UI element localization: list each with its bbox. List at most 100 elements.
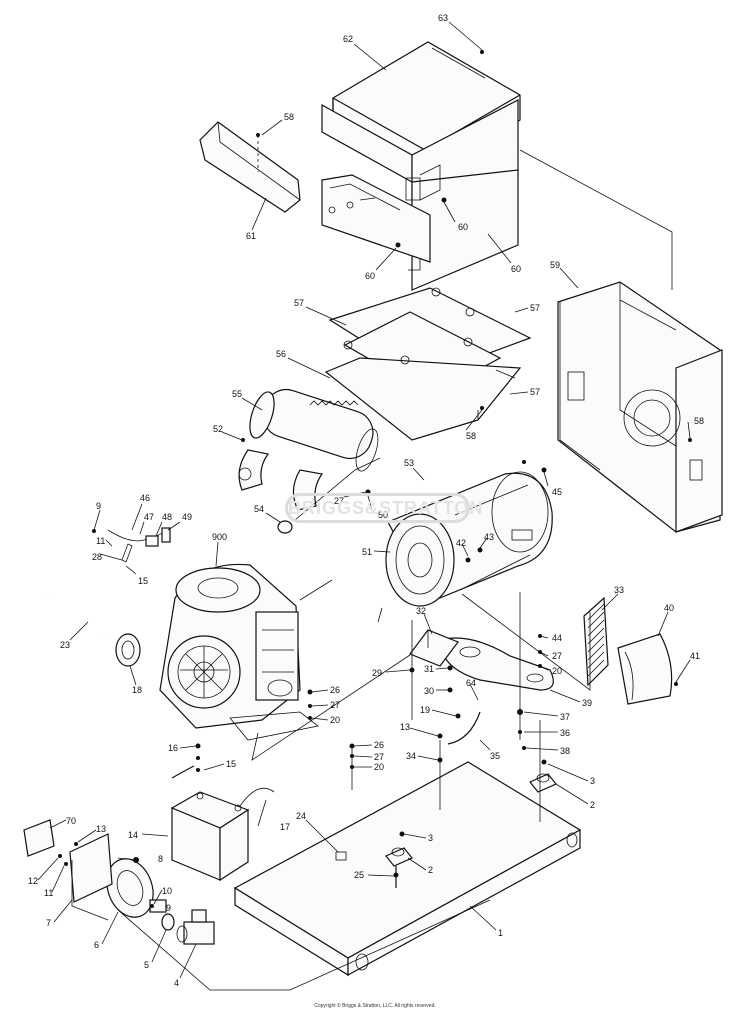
front-trim-61 bbox=[199, 121, 301, 213]
callout-59: 59 bbox=[550, 260, 560, 270]
fan-guard-33 bbox=[583, 596, 609, 687]
callout-38: 38 bbox=[560, 746, 570, 756]
callout-26: 26 bbox=[330, 685, 340, 695]
callout-26: 26 bbox=[374, 740, 384, 750]
callout-33: 33 bbox=[614, 585, 624, 595]
bracket-32 bbox=[409, 629, 459, 667]
side-cabinet-59 bbox=[557, 281, 723, 533]
solenoid-valve-4 bbox=[176, 909, 215, 945]
callout-31: 31 bbox=[424, 664, 434, 674]
callout-35: 35 bbox=[490, 751, 500, 761]
engine-900 bbox=[159, 563, 319, 741]
vibration-mount-2a bbox=[529, 773, 557, 793]
callout-19: 19 bbox=[420, 705, 430, 715]
callout-17: 17 bbox=[280, 822, 290, 832]
callout-27: 27 bbox=[334, 496, 344, 506]
callout-42: 42 bbox=[456, 538, 466, 548]
callout-20: 20 bbox=[330, 715, 340, 725]
callout-leaders bbox=[37, 21, 691, 979]
callout-58: 58 bbox=[694, 416, 704, 426]
callout-9: 9 bbox=[96, 501, 101, 511]
callout-6: 6 bbox=[94, 940, 99, 950]
muffler-55 bbox=[238, 388, 379, 534]
callout-13: 13 bbox=[96, 824, 106, 834]
callout-51: 51 bbox=[362, 547, 372, 557]
watermark-logo: BRIGGS&STRATTON bbox=[285, 493, 482, 523]
callout-13: 13 bbox=[400, 722, 410, 732]
callout-43: 43 bbox=[484, 532, 494, 542]
callout-18: 18 bbox=[132, 685, 142, 695]
base-frame-1 bbox=[233, 761, 582, 977]
callout-62: 62 bbox=[343, 34, 353, 44]
callout-3: 3 bbox=[590, 776, 595, 786]
callout-7: 7 bbox=[46, 918, 51, 928]
callout-8: 8 bbox=[158, 854, 163, 864]
callout-36: 36 bbox=[560, 728, 570, 738]
callout-55: 55 bbox=[232, 389, 242, 399]
callout-57: 57 bbox=[294, 298, 304, 308]
cable-15 bbox=[171, 765, 195, 779]
regulator-6 bbox=[106, 858, 167, 918]
callout-27: 27 bbox=[330, 700, 340, 710]
callout-12: 12 bbox=[28, 876, 38, 886]
callout-70: 70 bbox=[66, 816, 76, 826]
fasteners bbox=[58, 50, 692, 908]
callout-56: 56 bbox=[276, 349, 286, 359]
callout-39: 39 bbox=[582, 698, 592, 708]
callout-45: 45 bbox=[552, 487, 562, 497]
callout-48: 48 bbox=[162, 512, 172, 522]
callout-2: 2 bbox=[590, 800, 595, 810]
callout-54: 54 bbox=[254, 504, 264, 514]
air-intake-gasket-18 bbox=[115, 633, 141, 667]
fitting-5 bbox=[161, 913, 175, 931]
mounting-bracket-39 bbox=[439, 637, 554, 691]
callout-29: 29 bbox=[372, 668, 382, 678]
callout-20: 20 bbox=[374, 762, 384, 772]
callout-34: 34 bbox=[406, 751, 416, 761]
callout-10: 10 bbox=[162, 886, 172, 896]
callout-28: 28 bbox=[92, 552, 102, 562]
callout-47: 47 bbox=[144, 512, 154, 522]
callout-50: 50 bbox=[378, 510, 388, 520]
callout-23: 23 bbox=[60, 640, 70, 650]
callout-25: 25 bbox=[354, 870, 364, 880]
callout-30: 30 bbox=[424, 686, 434, 696]
callout-60: 60 bbox=[458, 222, 468, 232]
callout-63: 63 bbox=[438, 13, 448, 23]
roof-panel bbox=[321, 41, 521, 291]
vibration-mount-2b bbox=[385, 847, 413, 867]
wire-harness bbox=[107, 527, 171, 563]
callout-9: 9 bbox=[166, 903, 171, 913]
callout-4: 4 bbox=[174, 978, 179, 988]
ground-strap-35 bbox=[447, 711, 481, 745]
callout-60: 60 bbox=[511, 264, 521, 274]
copyright-footer: Copyright © Briggs & Stratton, LLC. All … bbox=[314, 1003, 436, 1009]
callout-labels: 63 62 58 61 60 60 60 59 57 57 57 56 58 5… bbox=[28, 13, 704, 988]
callout-60: 60 bbox=[365, 271, 375, 281]
callout-58: 58 bbox=[284, 112, 294, 122]
hose-23 bbox=[47, 594, 106, 635]
callout-49: 49 bbox=[182, 512, 192, 522]
callout-20: 20 bbox=[552, 666, 562, 676]
callout-15: 15 bbox=[138, 576, 148, 586]
base-tray bbox=[324, 287, 532, 441]
callout-24: 24 bbox=[296, 811, 306, 821]
callout-53: 53 bbox=[404, 458, 414, 468]
callout-16: 16 bbox=[168, 743, 178, 753]
callout-52: 52 bbox=[213, 424, 223, 434]
callout-58: 58 bbox=[466, 431, 476, 441]
callout-27: 27 bbox=[374, 752, 384, 762]
callout-2: 2 bbox=[428, 865, 433, 875]
label-70 bbox=[23, 819, 55, 857]
battery-14 bbox=[170, 787, 275, 882]
callout-900: 900 bbox=[212, 532, 227, 542]
callout-27: 27 bbox=[552, 651, 562, 661]
callout-57: 57 bbox=[530, 303, 540, 313]
callout-41: 41 bbox=[690, 651, 700, 661]
callout-3: 3 bbox=[428, 833, 433, 843]
callout-14: 14 bbox=[128, 830, 138, 840]
callout-1: 1 bbox=[498, 928, 503, 938]
callout-40: 40 bbox=[664, 603, 674, 613]
